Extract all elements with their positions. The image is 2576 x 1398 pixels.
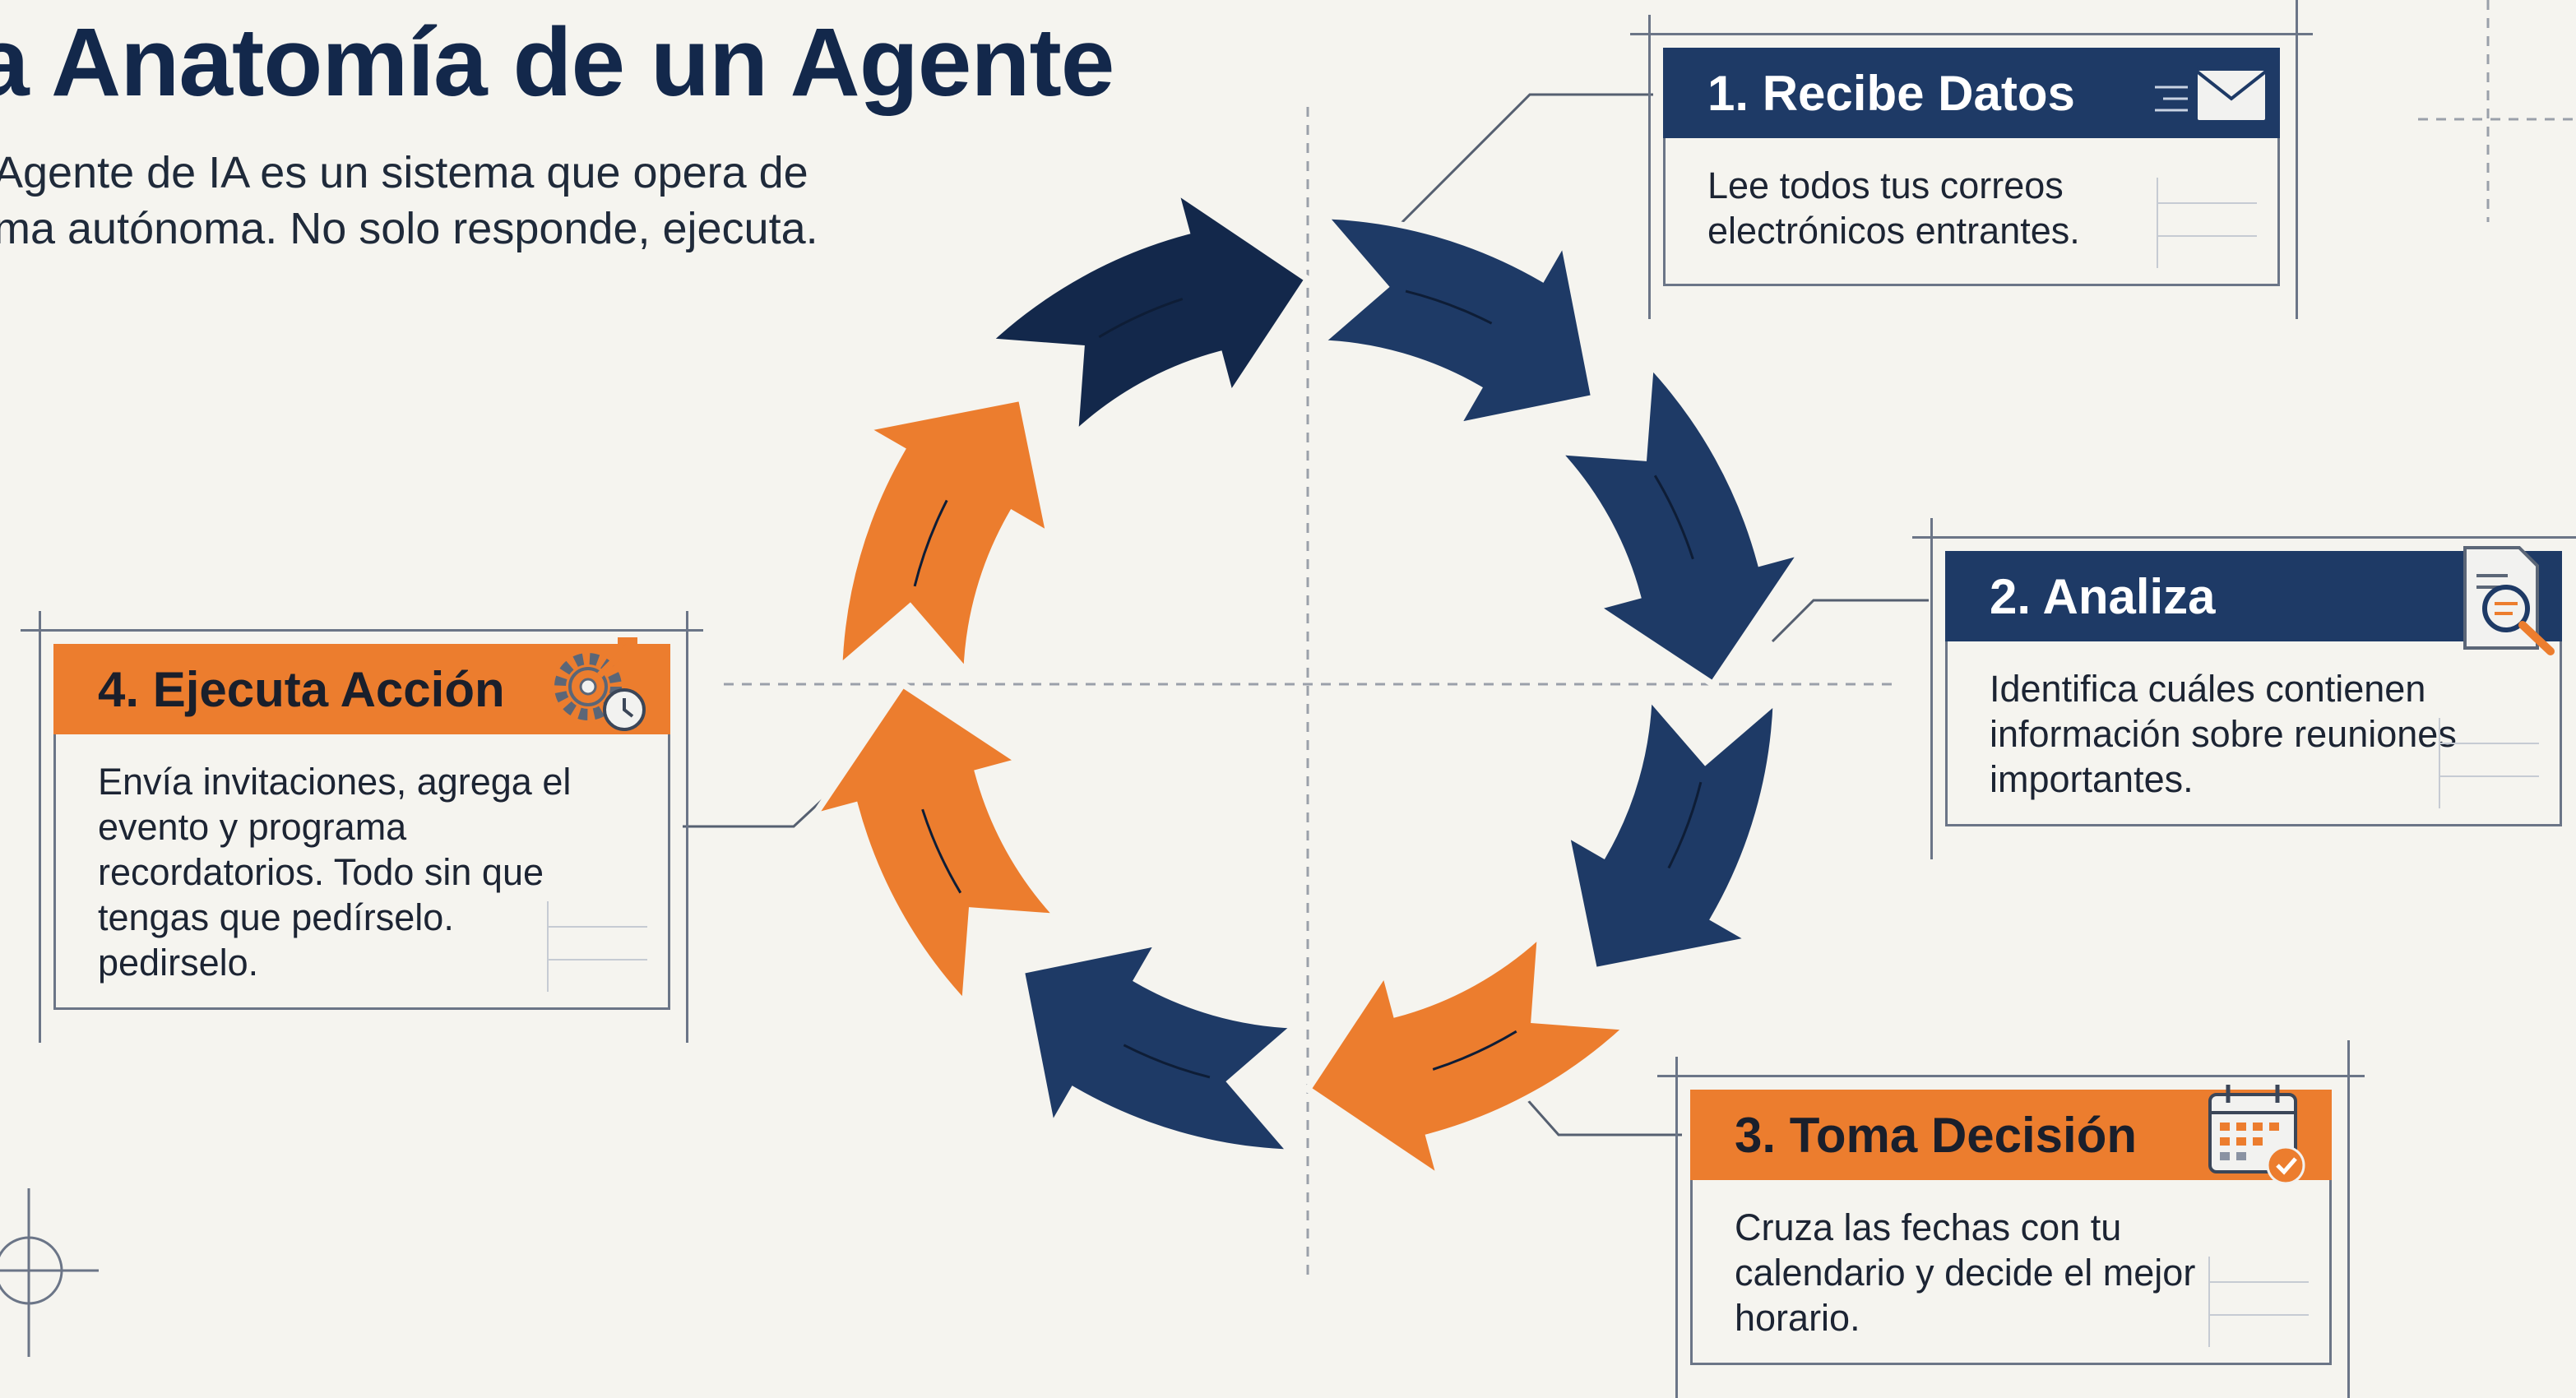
cycle-arrows bbox=[805, 182, 1810, 1187]
cycle-arrow-guide bbox=[1432, 1030, 1517, 1071]
step-description: Lee todos tus correos electrónicos entra… bbox=[1707, 163, 2247, 253]
step-line: Lee todos tus correos bbox=[1707, 164, 2064, 206]
step-line: tengas que pedírselo. bbox=[98, 896, 454, 938]
cycle-arrow-segment bbox=[1561, 687, 1781, 974]
step-line: importantes. bbox=[1990, 758, 2194, 800]
step-line: calendario y decide el mejor bbox=[1735, 1252, 2196, 1294]
cycle-arrow-segment bbox=[1311, 211, 1598, 431]
step-header: 1. Recibe Datos bbox=[1663, 48, 2280, 138]
cycle-arrow-guide bbox=[921, 808, 962, 894]
cycle-arrow-segment bbox=[1017, 937, 1304, 1157]
cycle-arrow-guide bbox=[1098, 298, 1184, 339]
step-header: 4. Ejecuta Acción bbox=[53, 644, 670, 734]
cycle-arrow-guide bbox=[1405, 289, 1493, 325]
step-header: 2. Analiza bbox=[1945, 551, 2562, 641]
cycle-arrow-guide bbox=[1123, 1044, 1211, 1079]
blueprint-grid bbox=[2157, 178, 2257, 268]
step-title: 2. Analiza bbox=[1990, 568, 2216, 624]
cycle-arrow-segment bbox=[835, 394, 1054, 681]
step-line: horario. bbox=[1735, 1297, 1860, 1339]
cycle-arrow-guide bbox=[1667, 781, 1703, 869]
step-card-recibe-datos: 1. Recibe Datos Lee todos tus correos el… bbox=[1630, 0, 2313, 319]
step-title: 4. Ejecuta Acción bbox=[98, 661, 505, 717]
step-line: recordatorios. Todo sin que bbox=[98, 851, 544, 893]
cycle-arrow-guide bbox=[1653, 474, 1694, 560]
step-line: Cruza las fechas con tu bbox=[1735, 1206, 2122, 1248]
page-title: a Anatomía de un Agente bbox=[0, 8, 1114, 117]
step-line: información sobre reuniones bbox=[1990, 713, 2457, 755]
step-line: evento y programa bbox=[98, 806, 407, 848]
step-card-analiza: 2. Analiza Identifica cuáles contienen i… bbox=[1912, 518, 2576, 859]
step-card-ejecuta-accion: 4. Ejecuta Acción Envía invitaciones, ag… bbox=[21, 611, 703, 1043]
document-search-icon bbox=[2447, 543, 2562, 658]
step-line: electrónicos entrantes. bbox=[1707, 210, 2080, 252]
subtitle-line: Agente de IA es un sistema que opera de bbox=[0, 148, 808, 197]
blueprint-grid bbox=[547, 901, 647, 992]
step-description: Envía invitaciones, agrega el evento y p… bbox=[98, 759, 637, 985]
blueprint-grid bbox=[2208, 1257, 2309, 1347]
page-subtitle: Agente de IA es un sistema que opera de … bbox=[0, 145, 980, 257]
subtitle-line: ma autónoma. No solo responde, ejecuta. bbox=[0, 204, 818, 253]
calendar-check-icon bbox=[2203, 1080, 2310, 1187]
crosshair-mark bbox=[0, 1188, 99, 1357]
step-title: 1. Recibe Datos bbox=[1707, 65, 2075, 121]
step-description: Identifica cuáles contienen información … bbox=[1990, 666, 2529, 802]
step-title: 3. Toma Decisión bbox=[1735, 1107, 2138, 1163]
step-card-toma-decision: 3. Toma Decisión Cruza las fechas con tu… bbox=[1657, 1040, 2365, 1398]
step-line: Identifica cuáles contienen bbox=[1990, 668, 2426, 710]
step-line: Envía invitaciones, agrega el bbox=[98, 761, 572, 803]
blueprint-grid bbox=[2439, 718, 2539, 808]
cycle-arrow-guide bbox=[913, 499, 948, 587]
step-description: Cruza las fechas con tu calendario y dec… bbox=[1735, 1205, 2299, 1340]
gear-clock-icon bbox=[539, 621, 654, 736]
step-line: pedirselo. bbox=[98, 942, 259, 984]
envelope-icon bbox=[2155, 62, 2270, 128]
